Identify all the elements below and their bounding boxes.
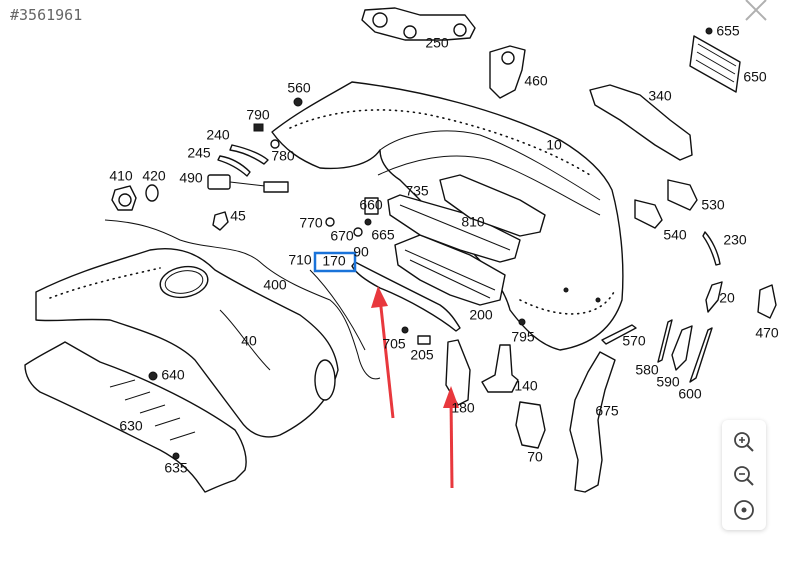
part-label-795[interactable]: 795 xyxy=(511,329,535,345)
part-label-460[interactable]: 460 xyxy=(524,73,548,89)
part-label-70[interactable]: 70 xyxy=(527,449,543,465)
part-label-590[interactable]: 590 xyxy=(656,374,680,390)
part-label-20[interactable]: 20 xyxy=(719,290,735,306)
part-label-400[interactable]: 400 xyxy=(263,277,287,293)
panel-340 xyxy=(589,84,693,161)
part-label-790[interactable]: 790 xyxy=(246,107,270,123)
clip-780 xyxy=(270,139,280,149)
clip-790 xyxy=(253,123,264,132)
part-label-340[interactable]: 340 xyxy=(648,88,672,104)
part-label-205[interactable]: 205 xyxy=(410,347,434,363)
reset-view-icon[interactable] xyxy=(730,496,758,524)
part-label-540[interactable]: 540 xyxy=(663,227,687,243)
bracket-140 xyxy=(481,344,519,393)
part-label-705[interactable]: 705 xyxy=(382,336,406,352)
part-label-560[interactable]: 560 xyxy=(287,80,311,96)
zoom-in-icon[interactable] xyxy=(730,428,758,456)
part-number-labels: 10 20 40 45 70 90 140 170 180 200 205 230 240 245 250 3… xyxy=(109,23,779,476)
part-label-660[interactable]: 660 xyxy=(359,197,383,213)
clip-770 xyxy=(325,217,335,227)
red-arrow-2 xyxy=(443,386,459,489)
brackets-250 xyxy=(361,7,476,41)
sensor-ring-420 xyxy=(145,184,159,202)
trim-240 xyxy=(229,144,269,165)
part-530 xyxy=(667,179,698,211)
part-label-45[interactable]: 45 xyxy=(230,208,246,224)
clip-665 xyxy=(364,218,372,226)
part-label-780[interactable]: 780 xyxy=(271,148,295,164)
part-600 xyxy=(689,327,713,383)
part-70 xyxy=(515,401,546,449)
diagram-id: #3561961 xyxy=(10,6,83,24)
part-label-635[interactable]: 635 xyxy=(164,460,188,476)
part-label-240[interactable]: 240 xyxy=(206,127,230,143)
part-580 xyxy=(657,319,673,363)
sensor-490 xyxy=(207,174,289,193)
red-arrow-1 xyxy=(371,286,395,419)
carrier-beam-part xyxy=(439,174,546,237)
clip-640 xyxy=(148,371,158,381)
part-label-10[interactable]: 10 xyxy=(546,137,562,153)
part-label-650[interactable]: 650 xyxy=(743,69,767,85)
part-label-410[interactable]: 410 xyxy=(109,168,133,184)
part-590 xyxy=(671,325,693,371)
part-label-530[interactable]: 530 xyxy=(701,197,725,213)
trim-strip-710 xyxy=(309,269,366,351)
part-label-665[interactable]: 665 xyxy=(371,227,395,243)
clip-795 xyxy=(518,318,526,326)
clip-205 xyxy=(417,335,431,345)
part-label-735[interactable]: 735 xyxy=(405,183,429,199)
clip-660 xyxy=(364,197,379,215)
part-label-230[interactable]: 230 xyxy=(723,232,747,248)
part-label-245[interactable]: 245 xyxy=(187,145,211,161)
clip-670 xyxy=(353,227,363,237)
bracket-45 xyxy=(212,211,229,231)
bracket-460 xyxy=(489,45,526,99)
part-470 xyxy=(757,284,777,319)
part-540 xyxy=(634,199,663,229)
selected-part-highlight xyxy=(313,251,357,273)
clip-705 xyxy=(401,326,409,334)
part-label-140[interactable]: 140 xyxy=(514,378,538,394)
zoom-out-icon[interactable] xyxy=(730,462,758,490)
part-label-640[interactable]: 640 xyxy=(161,367,185,383)
part-label-580[interactable]: 580 xyxy=(635,362,659,378)
clip-635 xyxy=(172,452,180,460)
part-label-675[interactable]: 675 xyxy=(595,403,619,419)
part-570 xyxy=(601,324,637,345)
clip-560 xyxy=(293,97,303,107)
part-20 xyxy=(705,281,723,313)
part-230 xyxy=(702,231,721,266)
part-label-180[interactable]: 180 xyxy=(451,400,475,416)
parking-sensor-410 xyxy=(111,185,137,211)
wiring-harness-part xyxy=(104,219,381,380)
part-label-490[interactable]: 490 xyxy=(179,170,203,186)
trim-strip-170 xyxy=(351,261,461,332)
part-label-170[interactable]: 170 xyxy=(322,253,346,269)
zoom-controls xyxy=(722,420,766,530)
part-label-655[interactable]: 655 xyxy=(716,23,740,39)
part-label-810[interactable]: 810 xyxy=(461,214,485,230)
part-label-710[interactable]: 710 xyxy=(288,252,312,268)
part-label-420[interactable]: 420 xyxy=(142,168,166,184)
part-label-90[interactable]: 90 xyxy=(353,244,369,260)
impact-absorber-part xyxy=(387,194,521,263)
part-label-770[interactable]: 770 xyxy=(299,215,323,231)
part-label-40[interactable]: 40 xyxy=(241,333,257,349)
part-label-570[interactable]: 570 xyxy=(622,333,646,349)
close-icon[interactable] xyxy=(742,0,770,24)
part-label-470[interactable]: 470 xyxy=(755,325,779,341)
trim-245 xyxy=(217,155,251,177)
clip-655 xyxy=(705,27,713,35)
grille-650 xyxy=(689,35,741,93)
part-label-670[interactable]: 670 xyxy=(330,228,354,244)
part-label-600[interactable]: 600 xyxy=(678,386,702,402)
part-label-200[interactable]: 200 xyxy=(469,307,493,323)
part-label-630[interactable]: 630 xyxy=(119,418,143,434)
bracket-675 xyxy=(569,351,616,493)
part-label-250[interactable]: 250 xyxy=(425,35,449,51)
diffuser-part xyxy=(24,341,247,493)
